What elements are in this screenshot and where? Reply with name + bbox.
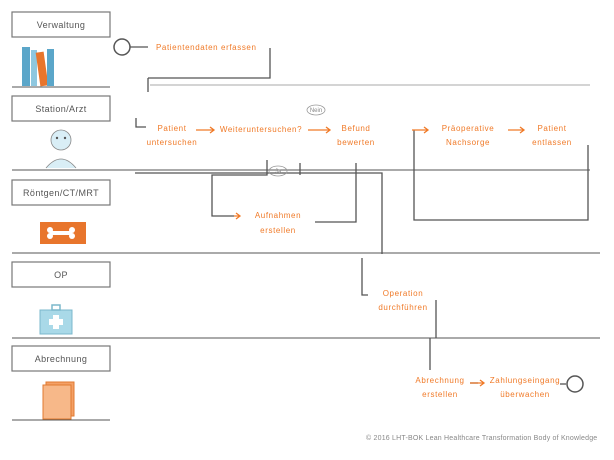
svg-text:durchführen: durchführen <box>378 303 427 312</box>
invoice-icon <box>42 381 75 420</box>
step-patient-entlassen: Patient entlassen <box>532 124 572 147</box>
step-operation-durchfuehren: Operation durchführen <box>378 289 427 312</box>
svg-text:Präoperative: Präoperative <box>442 124 495 133</box>
svg-text:überwachen: überwachen <box>500 390 550 399</box>
xray-bone-icon <box>40 222 86 244</box>
start-event <box>113 38 131 56</box>
step-praeoperative-nachsorge: Präoperative Nachsorge <box>442 124 495 147</box>
svg-text:bewerten: bewerten <box>337 138 375 147</box>
svg-text:Abrechnung: Abrechnung <box>415 376 464 385</box>
doctor-icon <box>45 129 77 169</box>
step-zahlungseingang: Zahlungseingang überwachen <box>490 376 560 399</box>
step-aufnahmen-erstellen: Aufnahmen erstellen <box>255 211 301 235</box>
svg-text:Patient: Patient <box>537 124 566 133</box>
svg-text:Operation: Operation <box>383 289 424 298</box>
svg-text:Zahlungseingang: Zahlungseingang <box>490 376 560 385</box>
gateway-yes: Ja <box>268 165 288 177</box>
gateway-yes-label: Ja <box>275 169 282 175</box>
step-weiteruntersuchen: Weiteruntersuchen? <box>220 125 302 134</box>
lane-verwaltung: Verwaltung <box>11 11 111 38</box>
lane-roentgen: Röntgen/CT/MRT <box>11 179 111 206</box>
lane-label: Abrechnung <box>35 354 88 364</box>
svg-text:entlassen: entlassen <box>532 138 572 147</box>
svg-text:Patient: Patient <box>157 124 186 133</box>
medical-kit-icon <box>39 304 73 335</box>
copyright: © 2016 LHT-BOK Lean Healthcare Transform… <box>366 434 597 442</box>
svg-text:untersuchen: untersuchen <box>147 138 198 147</box>
lane-label: Verwaltung <box>37 20 86 30</box>
flow-arrows <box>196 126 526 387</box>
svg-text:Nachsorge: Nachsorge <box>446 138 490 147</box>
end-event <box>566 375 584 393</box>
flow-lines <box>130 46 589 384</box>
lane-label: Röntgen/CT/MRT <box>23 188 99 198</box>
step-patientendaten: Patientendaten erfassen <box>156 43 257 52</box>
lane-separators <box>12 84 600 421</box>
step-abrechnung-erstellen: Abrechnung erstellen <box>415 376 464 399</box>
gateway-no: Nein <box>306 104 326 116</box>
svg-text:erstellen: erstellen <box>260 226 296 235</box>
lane-abrechnung: Abrechnung <box>11 345 111 372</box>
lane-op: OP <box>11 261 111 288</box>
gateway-no-label: Nein <box>310 108 322 114</box>
svg-text:Aufnahmen: Aufnahmen <box>255 211 301 220</box>
lane-label: OP <box>54 270 68 280</box>
svg-text:erstellen: erstellen <box>422 390 458 399</box>
lane-station-arzt: Station/Arzt <box>11 95 111 122</box>
lane-label: Station/Arzt <box>35 104 86 114</box>
step-patient-untersuchen: Patient untersuchen <box>147 124 198 147</box>
step-befund-bewerten: Befund bewerten <box>337 124 375 147</box>
books-icon <box>22 47 54 87</box>
svg-text:Befund: Befund <box>342 124 371 133</box>
